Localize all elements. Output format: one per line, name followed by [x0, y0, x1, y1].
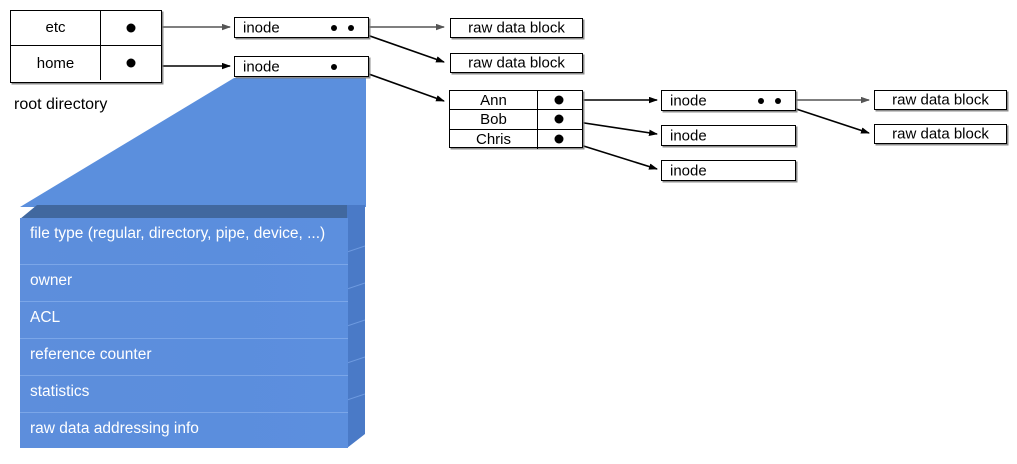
pointer-dot-icon [331, 25, 337, 31]
pointer-dot-icon [554, 95, 564, 105]
dir-entry-pointer-cell [538, 130, 582, 149]
inode-field-row[interactable]: ACL [20, 302, 348, 339]
raw-data-block-label: raw data block [468, 19, 565, 37]
table-row[interactable]: Ann [450, 91, 582, 111]
inode-box-bob[interactable]: inode [661, 125, 796, 146]
table-row[interactable]: home [11, 45, 161, 81]
raw-data-block[interactable]: raw data block [450, 53, 583, 73]
raw-data-block[interactable]: raw data block [874, 124, 1007, 144]
raw-data-block-label: raw data block [468, 54, 565, 72]
pointer-dot-icon [348, 25, 354, 31]
pointer-dot-icon [554, 114, 564, 124]
panel-top-bevel [20, 205, 365, 219]
dir-entry-name: Chris [450, 129, 538, 149]
raw-data-block-label: raw data block [892, 125, 989, 143]
inode-label: inode [670, 162, 707, 179]
dir-entry-pointer-cell [538, 110, 582, 128]
home-directory-table: Ann Bob Chris [449, 90, 583, 149]
pointer-dot-icon [758, 98, 764, 104]
dir-entry-pointer-cell [538, 91, 582, 109]
pointer-dot-icon [775, 98, 781, 104]
dir-entry-name: home [11, 45, 101, 81]
inode-label: inode [243, 19, 280, 36]
pointer-dot-icon [554, 134, 564, 144]
raw-data-block-label: raw data block [892, 91, 989, 109]
inode-field-row[interactable]: statistics [20, 376, 348, 413]
root-directory-table: etc home [10, 10, 162, 83]
inode-box-etc[interactable]: inode [234, 17, 369, 38]
dir-entry-name: Bob [450, 110, 538, 129]
panel-front-face: file type (regular, directory, pipe, dev… [20, 218, 348, 448]
inode-field-row[interactable]: reference counter [20, 339, 348, 376]
table-row[interactable]: etc [11, 11, 161, 46]
pointer-dot-icon [126, 58, 136, 68]
inode-label: inode [670, 127, 707, 144]
inode-label: inode [243, 58, 280, 75]
inode-detail-panel: file type (regular, directory, pipe, dev… [20, 205, 365, 448]
table-row[interactable]: Bob [450, 110, 582, 130]
inode-box-home[interactable]: inode [234, 56, 369, 77]
raw-data-block[interactable]: raw data block [450, 18, 583, 38]
inode-label: inode [670, 92, 707, 109]
inode-field-row[interactable]: file type (regular, directory, pipe, dev… [20, 218, 348, 265]
inode-field-row[interactable]: owner [20, 265, 348, 302]
pointer-dot-icon [331, 64, 337, 70]
pointer-dot-icon [126, 23, 136, 33]
raw-data-block[interactable]: raw data block [874, 90, 1007, 110]
inode-box-chris[interactable]: inode [661, 160, 796, 181]
dir-entry-pointer-cell [101, 11, 161, 45]
root-directory-caption: root directory [14, 96, 108, 113]
panel-side-bevel [347, 205, 365, 448]
dir-entry-name: Ann [450, 91, 538, 110]
inode-box-ann[interactable]: inode [661, 90, 796, 111]
dir-entry-pointer-cell [101, 46, 161, 81]
table-row[interactable]: Chris [450, 129, 582, 149]
inode-field-row[interactable]: raw data addressing info [20, 413, 348, 448]
dir-entry-name: etc [11, 11, 101, 45]
